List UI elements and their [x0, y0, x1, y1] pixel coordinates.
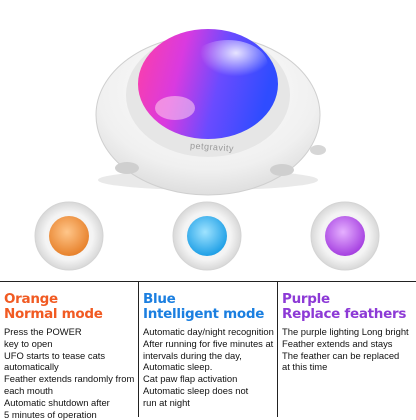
- ufo-toy-hero-image: [95, 29, 326, 196]
- purple-lamp-preview: [310, 201, 380, 271]
- ufo-mouth-left: [115, 162, 139, 174]
- mode-description-panel: Orange Normal mode Press the POWER key t…: [0, 281, 416, 420]
- mode-name-orange: Orange: [4, 291, 58, 307]
- blue-lamp-preview: [172, 201, 242, 271]
- mode-column-orange: Orange Normal mode Press the POWER key t…: [0, 282, 138, 420]
- mode-description-purple: The purple lighting Long bright Feather …: [282, 326, 409, 373]
- mode-name-purple: Purple: [282, 291, 330, 307]
- mode-column-purple: Purple Replace feathers The purple light…: [277, 282, 416, 417]
- mode-name-blue: Blue: [143, 291, 176, 307]
- ufo-mouth-right: [270, 164, 294, 176]
- mode-title-blue: Intelligent mode: [143, 306, 265, 322]
- mode-title-purple: Replace feathers: [282, 306, 407, 322]
- mode-column-blue: Blue Intelligent mode Automatic day/nigh…: [138, 282, 277, 417]
- orange-lamp-preview: [34, 201, 104, 271]
- mode-description-orange: Press the POWER key to open UFO starts t…: [4, 326, 135, 420]
- mode-description-blue: Automatic day/night recognition After ru…: [143, 326, 274, 408]
- mode-title-orange: Normal mode: [4, 306, 103, 322]
